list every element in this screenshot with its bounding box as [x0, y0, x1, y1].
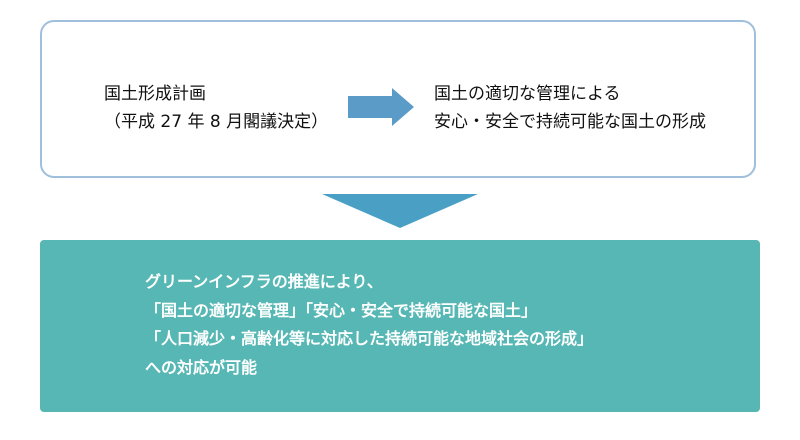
down-arrow-icon: [322, 194, 478, 228]
right-arrow-icon: [348, 88, 414, 126]
goal-line-1: 国土の適切な管理による: [434, 84, 621, 104]
national-spatial-plan-label: 国土形成計画 （平成 27 年 8 月閣議決定）: [104, 80, 328, 136]
plan-goal-label: 国土の適切な管理による 安心・安全で持続可能な国土の形成: [434, 80, 706, 136]
bottom-line-2: 「国土の適切な管理」「安心・安全で持続可能な国土」: [145, 300, 538, 320]
bottom-line-4: への対応が可能: [145, 357, 258, 377]
plan-approval-note: （平成 27 年 8 月閣議決定）: [104, 112, 329, 132]
bottom-line-3: 「人口減少・高齢化等に対応した持続可能な地域社会の形成」: [145, 329, 594, 348]
plan-title: 国土形成計画: [104, 84, 206, 104]
green-infrastructure-box: グリーンインフラの推進により、 「国土の適切な管理」「安心・安全で持続可能な国土…: [40, 240, 760, 412]
plan-summary-box: 国土形成計画 （平成 27 年 8 月閣議決定） 国土の適切な管理による 安心・…: [40, 20, 756, 178]
goal-line-2: 安心・安全で持続可能な国土の形成: [434, 112, 706, 132]
bottom-line-1: グリーンインフラの推進により、: [145, 272, 383, 291]
green-infrastructure-text: グリーンインフラの推進により、 「国土の適切な管理」「安心・安全で持続可能な国土…: [145, 268, 593, 382]
